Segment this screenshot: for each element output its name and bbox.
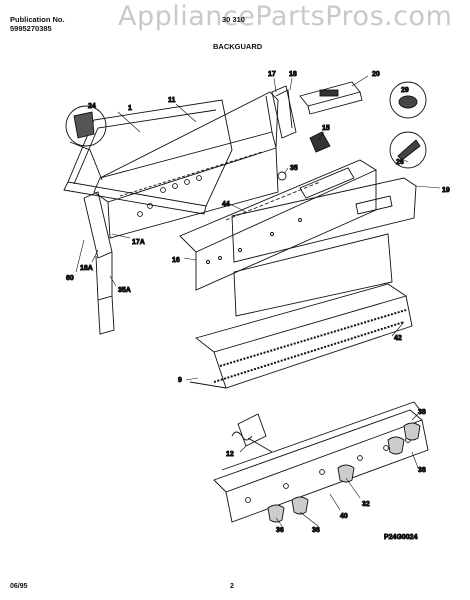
callout-40: 40 [340, 513, 348, 520]
diagram-code: P24G0024 [384, 534, 418, 541]
callout-17a: 17A [132, 239, 145, 246]
control-panel-44 [179, 159, 377, 291]
clip-35 [277, 171, 287, 181]
leader-lines [75, 75, 441, 527]
clock-board-20 [299, 81, 363, 115]
section-title: BACKGUARD [213, 42, 263, 51]
callout-26: 26 [396, 159, 404, 166]
callout-19: 19 [442, 187, 450, 194]
control-12 [231, 413, 273, 453]
callout-42: 42 [394, 335, 402, 342]
lower-trim-42 [195, 283, 413, 389]
knob-36-right [291, 496, 309, 515]
footer-date: 06/95 [10, 583, 28, 590]
knob-panel-40 [213, 401, 429, 523]
model-number: 30 310 [222, 15, 245, 24]
callout-35a: 35A [118, 287, 131, 294]
callout-20: 20 [372, 71, 380, 78]
callout-16: 16 [172, 257, 180, 264]
knob-38-mid [337, 464, 355, 483]
lip-9 [189, 381, 227, 389]
callout-15: 15 [322, 125, 330, 132]
callout-36-right: 36 [312, 527, 320, 534]
knob-36-left [267, 504, 285, 523]
knob-detail-29 [389, 81, 427, 119]
backguard-frame [93, 91, 279, 239]
publication-label: Publication No. [10, 15, 65, 24]
callout-24: 24 [88, 103, 96, 110]
callout-1: 1 [128, 105, 132, 112]
footer-page: 2 [230, 583, 234, 590]
callout-12: 12 [226, 451, 234, 458]
callout-36-left: 36 [276, 527, 284, 534]
callout-11: 11 [168, 97, 176, 104]
callout-35: 35 [290, 165, 298, 172]
bracket-24 [65, 105, 107, 181]
publication-number: 5995270385 [10, 24, 52, 33]
glass-panel [233, 233, 393, 317]
callout-32: 32 [362, 501, 370, 508]
callout-38-lower: 38 [418, 467, 426, 474]
knob-38-right [387, 422, 421, 455]
end-cap-right [271, 85, 297, 139]
callout-44: 44 [222, 201, 230, 208]
watermark: AppliancePartsPros.com [118, 1, 453, 32]
callout-18a: 18A [80, 265, 93, 272]
callout-60: 60 [66, 275, 74, 282]
switch-15 [309, 131, 331, 153]
callout-17: 17 [268, 71, 276, 78]
knob-detail-26 [389, 131, 427, 169]
callout-9: 9 [178, 377, 182, 384]
callout-18: 18 [289, 71, 297, 78]
end-cap-left [83, 191, 115, 335]
callout-29: 29 [401, 87, 409, 94]
callout-38-upper: 38 [418, 409, 426, 416]
overlay-panel-19 [231, 177, 417, 263]
